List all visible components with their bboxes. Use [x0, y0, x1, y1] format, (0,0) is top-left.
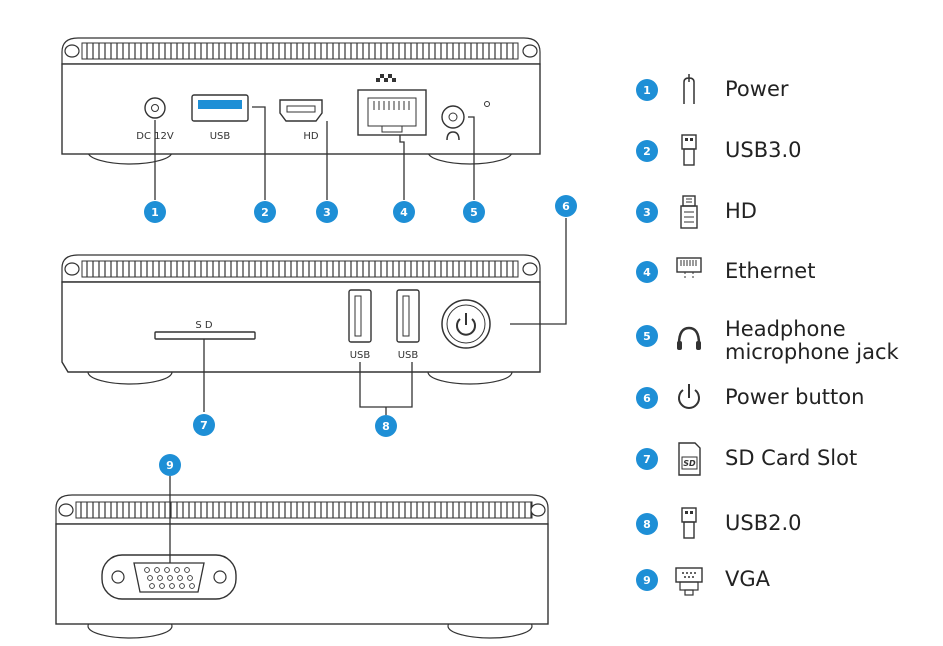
- svg-text:SD: SD: [683, 459, 696, 468]
- power-button-icon: [678, 384, 700, 409]
- usb3-tongue: [198, 100, 242, 109]
- audio-jack-pin: [448, 112, 458, 122]
- headphone-icon: [677, 326, 701, 350]
- vent-end: [522, 262, 538, 276]
- svg-text:2: 2: [261, 206, 269, 219]
- leader-lines-front: [203, 218, 567, 415]
- usb-icon: [681, 507, 697, 539]
- legend-number: 1: [636, 79, 658, 101]
- vent-end: [64, 262, 80, 276]
- headphone-mini-icon: [446, 131, 460, 141]
- sd-label: S D: [195, 320, 213, 331]
- svg-text:8: 8: [382, 420, 390, 433]
- legend-item-power-button: 6 Power button: [630, 376, 943, 420]
- side-panel: [55, 476, 549, 639]
- led-dot: [484, 101, 490, 107]
- callout-3: 3: [316, 201, 338, 223]
- legend-number: 5: [636, 325, 658, 347]
- hdmi-inner: [286, 105, 316, 113]
- callout-8: 8: [375, 415, 397, 437]
- legend-label: Power button: [725, 385, 865, 409]
- legend-item-hd: 3 HD: [630, 190, 943, 234]
- usb-back-label: USB: [210, 131, 231, 142]
- svg-text:1: 1: [151, 206, 159, 219]
- legend-item-headphone: 5 Headphone microphone jack: [630, 314, 943, 370]
- usb-front-label-2: USB: [398, 350, 419, 361]
- dc-jack-pin: [151, 104, 159, 112]
- legend-label: SD Card Slot: [725, 446, 858, 470]
- vga-icon: [675, 567, 703, 596]
- usb-icon: [681, 134, 697, 166]
- legend-label: USB2.0: [725, 511, 802, 535]
- sd-card-icon: SD: [678, 442, 701, 476]
- back-panel: DC 12V USB HD: [61, 37, 541, 200]
- legend-item-vga: 9 VGA: [630, 558, 943, 602]
- svg-text:3: 3: [323, 206, 331, 219]
- legend-item-power: 1 Power: [630, 68, 943, 112]
- svg-text:6: 6: [562, 200, 570, 213]
- callout-2: 2: [254, 201, 276, 223]
- vent-grille: [81, 42, 519, 60]
- legend-number: 9: [636, 569, 658, 591]
- legend-label: VGA: [725, 567, 771, 591]
- ethernet-icon: [676, 257, 702, 280]
- hdmi-icon: [680, 195, 698, 229]
- legend-number: 8: [636, 513, 658, 535]
- legend-number: 3: [636, 201, 658, 223]
- legend-number: 6: [636, 387, 658, 409]
- leader-lines-back: [154, 106, 475, 200]
- legend-item-usb2: 8 USB2.0: [630, 502, 943, 546]
- hd-label: HD: [303, 131, 319, 142]
- callout-1: 1: [144, 201, 166, 223]
- legend-label: USB3.0: [725, 138, 802, 162]
- legend-label-line-2: microphone jack: [725, 340, 899, 364]
- svg-text:5: 5: [470, 206, 478, 219]
- callout-6: 6: [555, 195, 577, 217]
- vent-grille: [75, 501, 533, 519]
- device-diagram: DC 12V USB HD: [55, 37, 577, 639]
- legend-number: 2: [636, 140, 658, 162]
- legend-item-sd: 7 SD SD Card Slot: [630, 437, 943, 481]
- vent-grille: [81, 260, 519, 278]
- callout-5: 5: [463, 201, 485, 223]
- legend-label-line-1: Headphone: [725, 317, 846, 341]
- legend-label: Power: [725, 77, 789, 101]
- callout-4: 4: [393, 201, 415, 223]
- vent-end: [58, 503, 74, 517]
- legend-item-ethernet: 4 Ethernet: [630, 250, 943, 294]
- front-body: [61, 281, 541, 373]
- vent-end: [530, 503, 546, 517]
- vent-end: [64, 44, 80, 58]
- front-panel: S D USB USB: [61, 218, 567, 415]
- legend-label: Ethernet: [725, 259, 816, 283]
- vga-port: [101, 554, 237, 600]
- legend-item-usb3: 2 USB3.0: [630, 129, 943, 173]
- legend: 1 Power 2 USB3.0 3 HD 4 Ethernet: [630, 0, 943, 646]
- legend-label: HD: [725, 199, 757, 223]
- svg-text:9: 9: [166, 459, 174, 472]
- power-plug-icon: [683, 74, 695, 104]
- usb2-tongue-1: [354, 295, 362, 337]
- ethernet-port: [357, 74, 427, 136]
- callout-9: 9: [159, 454, 181, 476]
- power-symbol-icon: [456, 318, 476, 336]
- svg-text:4: 4: [400, 206, 408, 219]
- legend-number: 4: [636, 261, 658, 283]
- legend-number: 7: [636, 448, 658, 470]
- sd-slot: [154, 331, 256, 340]
- svg-text:7: 7: [200, 419, 208, 432]
- usb-front-label-1: USB: [350, 350, 371, 361]
- usb2-tongue-2: [402, 295, 410, 337]
- vent-end: [522, 44, 538, 58]
- callout-7: 7: [193, 414, 215, 436]
